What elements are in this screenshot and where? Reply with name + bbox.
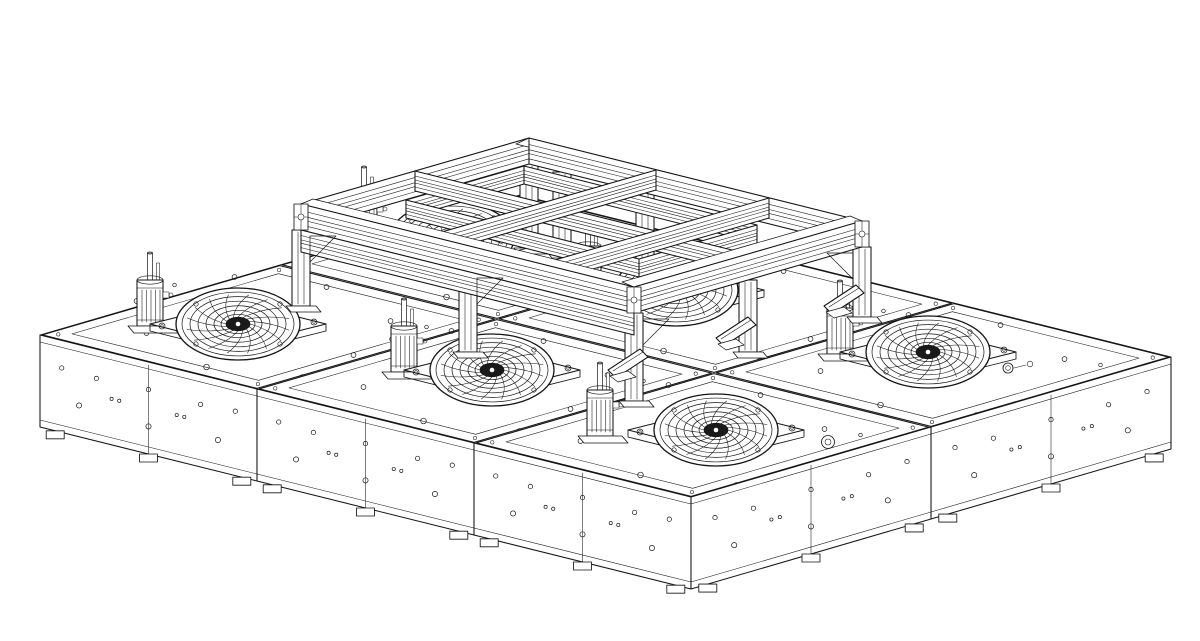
guide-rod (606, 372, 610, 393)
rail-endcap (854, 220, 870, 248)
angled-support-brackets (607, 284, 865, 383)
guide-rod (156, 262, 160, 283)
foot (45, 430, 65, 440)
bracket-base (717, 338, 745, 351)
post-foot (618, 400, 655, 408)
foot (1041, 483, 1061, 493)
foot (573, 561, 592, 571)
cylinder-body (136, 279, 164, 327)
foot (356, 507, 375, 517)
plate-accessories (821, 360, 1034, 449)
foot (262, 484, 282, 494)
cylinder-body (586, 389, 614, 437)
axial-fan-unit (839, 315, 1017, 389)
foot (938, 513, 958, 523)
post-foot (846, 316, 883, 324)
cylinder-body (390, 325, 418, 373)
post-foot (285, 305, 322, 313)
skirt-panel (690, 426, 932, 593)
angled-support-bracket (823, 284, 865, 319)
t-slot-extrusion-frame (285, 137, 883, 408)
pneumatic-cylinder (381, 297, 433, 380)
angled-support-bracket (607, 348, 649, 383)
foot (1144, 453, 1164, 463)
rail-endcap (293, 203, 309, 231)
post-foot (452, 351, 489, 359)
foot (139, 453, 158, 463)
foot (232, 476, 252, 486)
angled-support-bracket (715, 316, 757, 351)
bracket-base (825, 306, 853, 319)
foot (449, 530, 469, 540)
foot (666, 584, 686, 594)
foot (698, 583, 718, 593)
frame-post (738, 279, 758, 353)
axial-fan-unit (149, 287, 327, 361)
side-port (612, 401, 620, 409)
axial-fan-unit (627, 393, 805, 467)
side-port (162, 291, 170, 299)
foot (479, 538, 499, 548)
bracket-base (609, 370, 637, 383)
foot (904, 523, 924, 533)
side-port (416, 337, 424, 345)
rail-endcap (626, 286, 642, 314)
base-flange (577, 435, 629, 444)
post-foot (732, 351, 769, 359)
guide-rod (410, 308, 414, 329)
foot (801, 553, 821, 563)
pneumatic-cylinder (577, 361, 629, 444)
frame-post (852, 246, 872, 318)
